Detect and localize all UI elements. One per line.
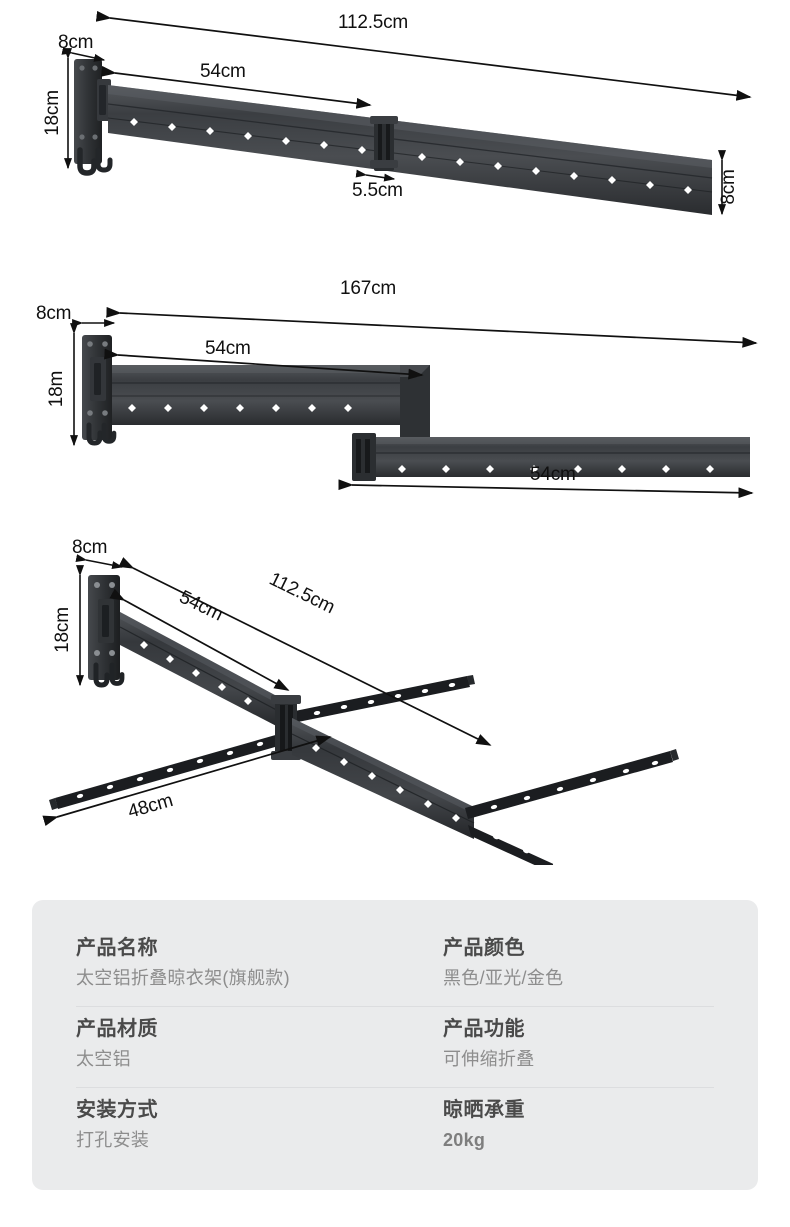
dimension-bracket-height: 18m <box>46 323 78 447</box>
dimension-bracket-depth: 8cm <box>36 303 116 327</box>
table-row: 安装方式 打孔安装 晾晒承重 20kg <box>76 1087 714 1168</box>
dimension-label: 54cm <box>176 587 226 626</box>
spec-cell-product-color: 产品颜色 黑色/亚光/金色 <box>395 926 714 1006</box>
wall-bracket <box>82 335 117 446</box>
diagram-stepped-double-rail: 167cm 54cm 54cm 8cm 18m <box>0 265 790 500</box>
center-joint <box>370 116 398 171</box>
dimension-bracket-height: 18cm <box>52 565 84 687</box>
dimension-crossbar-length: 48cm <box>42 735 332 827</box>
spec-label: 产品颜色 <box>443 937 525 959</box>
dimension-label: 54cm <box>200 61 246 82</box>
dimension-total-length: 167cm <box>106 278 758 348</box>
spec-label: 安装方式 <box>76 1099 158 1121</box>
spec-value: 太空铝 <box>76 1049 131 1069</box>
crossbar-front-left <box>49 728 303 810</box>
dimension-label: 8cm <box>36 303 71 324</box>
wall-bracket <box>88 575 125 688</box>
main-rail <box>107 85 713 215</box>
table-row: 产品材质 太空铝 产品功能 可伸缩折叠 <box>76 1006 714 1087</box>
spec-value: 可伸缩折叠 <box>443 1049 535 1069</box>
upper-rail-section <box>112 365 430 443</box>
specification-table: 产品名称 太空铝折叠晾衣架(旗舰款) 产品颜色 黑色/亚光/金色 产品材质 太空… <box>32 900 758 1190</box>
dimension-label: 18cm <box>52 607 73 653</box>
crossbar-back <box>290 675 475 723</box>
dimension-bracket-height: 18cm <box>42 48 72 170</box>
spec-cell-installation-method: 安装方式 打孔安装 <box>76 1088 395 1168</box>
wall-bracket <box>74 59 113 176</box>
dimension-label: 54cm <box>205 338 251 359</box>
spec-cell-product-name: 产品名称 太空铝折叠晾衣架(旗舰款) <box>76 926 395 1006</box>
spec-label: 产品材质 <box>76 1018 158 1040</box>
dimension-label: 18m <box>46 371 67 407</box>
dimension-label: 54cm <box>530 464 576 485</box>
crossbar-right-middle <box>465 749 679 819</box>
diagram-folded-single-rail: 112.5cm 54cm 8cm 18cm 5.5cm <box>0 0 790 250</box>
spec-label: 晾晒承重 <box>443 1099 525 1121</box>
spec-label: 产品名称 <box>76 937 158 959</box>
spec-value: 20kg <box>443 1130 486 1150</box>
main-arm-upper <box>119 612 287 731</box>
dimension-label: 8cm <box>718 169 739 204</box>
spec-label: 产品功能 <box>443 1018 525 1040</box>
spec-value: 打孔安装 <box>76 1130 150 1150</box>
spec-cell-product-material: 产品材质 太空铝 <box>76 1007 395 1087</box>
table-row: 产品名称 太空铝折叠晾衣架(旗舰款) 产品颜色 黑色/亚光/金色 <box>76 926 714 1006</box>
spec-cell-load-capacity: 晾晒承重 20kg <box>395 1088 714 1168</box>
dimension-label: 18cm <box>42 90 63 136</box>
dimension-label: 8cm <box>72 537 107 558</box>
dimension-bracket-depth: 8cm <box>58 32 106 62</box>
dimension-label: 5.5cm <box>352 180 403 201</box>
dimension-lower-section: 54cm <box>338 464 754 499</box>
dimension-label: 8cm <box>58 32 93 53</box>
main-arm-lower <box>291 718 475 839</box>
dimension-label: 167cm <box>340 278 396 299</box>
dimension-label: 112.5cm <box>266 569 338 619</box>
lower-rail-section <box>352 433 750 481</box>
dimension-bracket-depth: 8cm <box>72 537 124 570</box>
dimension-total-length: 112.5cm <box>95 10 752 101</box>
crossbar-right-bottom <box>468 825 560 865</box>
spec-value: 太空铝折叠晾衣架(旗舰款) <box>76 968 290 988</box>
dimension-label: 112.5cm <box>338 12 408 33</box>
dimension-rail-height: 8cm <box>718 150 739 216</box>
dimension-joint-width: 5.5cm <box>352 169 403 201</box>
dimension-inner-section: 54cm <box>100 61 372 109</box>
dimension-upper-section: 54cm <box>104 338 424 380</box>
spec-value: 黑色/亚光/金色 <box>443 968 564 988</box>
diagram-crossbar-perspective: 112.5cm 54cm 8cm 18cm 48cm <box>0 515 790 865</box>
spec-cell-product-function: 产品功能 可伸缩折叠 <box>395 1007 714 1087</box>
